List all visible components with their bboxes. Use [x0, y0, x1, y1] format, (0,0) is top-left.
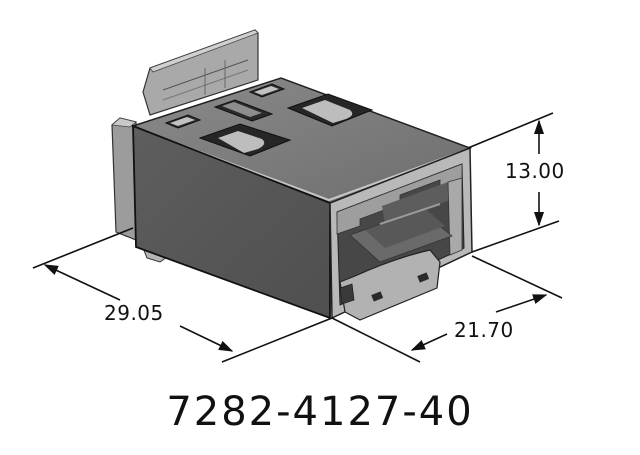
- dimension-height: [467, 112, 560, 253]
- dimension-height-label: 13.00: [505, 159, 565, 183]
- extension-line-right: [221, 317, 333, 363]
- dimension-arrow-right: [179, 325, 234, 352]
- dimension-length: [32, 227, 333, 363]
- dimension-width: [331, 255, 563, 363]
- extension-line-left: [32, 227, 134, 269]
- extension-line-bottom: [471, 220, 560, 253]
- dimension-arrow-back: [495, 294, 548, 313]
- front-face: [329, 146, 473, 321]
- extension-line-back: [471, 255, 563, 299]
- extension-line-top: [467, 112, 554, 149]
- part-number: 7282-4127-40: [166, 389, 474, 435]
- dimension-arrow-front: [410, 333, 448, 351]
- dimension-length-label: 29.05: [104, 301, 164, 325]
- extension-line-front: [331, 317, 421, 363]
- dimension-arrow-left: [43, 264, 121, 301]
- rear-latch: [142, 29, 259, 116]
- dimension-width-label: 21.70: [454, 318, 514, 342]
